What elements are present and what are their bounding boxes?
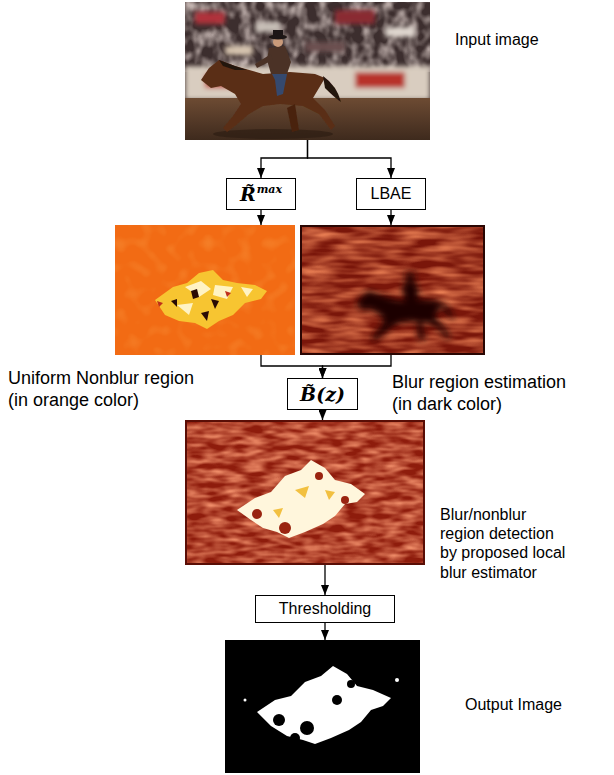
blob-speck [225,291,231,297]
image-caption: Blur region estimation (in dark color) [392,372,577,415]
flow-arrow [260,210,261,225]
blob-patch [177,303,193,315]
flow-arrow [261,355,323,378]
blob-hole [252,509,262,519]
result-image: Blur region estimation (in dark color) [300,225,485,355]
output-image: Output Image [225,640,420,773]
blob-speck [211,299,219,309]
blob-speck [273,508,283,518]
label-holder: Blur region estimation (in dark color) [392,372,577,415]
horse-leg [287,104,299,132]
horse [201,60,335,132]
detection-map [185,420,425,565]
crowd-patch [195,12,225,24]
blur-map [300,225,485,355]
mask-speck [395,678,399,682]
blob-speck [325,490,335,500]
image-caption: Uniform Nonblur region (in orange color) [8,368,206,411]
output-mask [225,640,420,773]
blob-patch [241,287,253,297]
blur-silhouette [356,273,454,341]
mask-hole [300,721,314,735]
horse-and-rider [201,30,341,132]
crowd-ground [185,2,430,140]
flow-arrow [324,623,325,640]
mask-hole [332,695,342,705]
flow-arrow [308,140,392,178]
blob-speck [191,289,199,299]
box-label: LBAE [371,185,412,203]
map-texture [185,420,425,565]
operator-box: B̃(z) [287,378,358,410]
nonblur-map [115,225,295,355]
result-image: Uniform Nonblur region (in orange color) [115,225,295,355]
connectors [261,140,391,640]
blob-speck [171,299,177,307]
horse-mane [219,60,247,70]
crowd-patch [225,46,253,55]
label-holder: Output Image [465,695,562,714]
mask-blob [257,666,391,744]
blob-speck [157,301,163,307]
map-texture [300,225,485,355]
process-box: Thresholding [255,595,395,623]
image-caption: Input image [455,30,539,49]
flow-arrow [322,410,323,420]
blob-hole [279,522,291,534]
banner [355,72,405,88]
image-caption: Output Image [465,695,562,714]
label-holder: Blur/nonblur region detection by propose… [440,505,570,582]
box-label: Thresholding [279,600,372,618]
crowd-patch [335,10,375,24]
mask-hole [347,680,355,688]
mask-hole [273,714,285,726]
blob-hole [341,496,349,504]
input-photo [185,2,430,140]
map-border [301,226,484,354]
flow-arrow [390,210,391,225]
image-caption: Blur/nonblur region detection by propose… [440,505,570,582]
map-ground [185,420,425,565]
map-ground [115,225,295,355]
flow-arrow [261,140,308,178]
label-holder: Uniform Nonblur region (in orange color) [8,368,206,411]
rider-leg [271,72,287,96]
map-border [186,421,424,564]
horse-silhouette [356,273,454,341]
crowd-texture [185,2,430,72]
rider-hat [273,30,283,37]
crowd-patch [385,27,415,37]
map-texture [115,225,295,355]
blob-speck [201,311,209,321]
box-label: R̃ [240,184,256,205]
blob-hole [315,472,323,480]
shadow [213,129,333,139]
nonblur-blob [237,460,365,538]
blob-speck [295,486,309,498]
mask-hole [290,733,300,743]
blob-patch [213,285,233,299]
box-label: B̃(z) [300,384,345,405]
mask-ground [225,640,420,773]
flow-arrow [323,355,392,378]
horse-tail [323,76,341,102]
input-image: Input image [185,2,430,140]
operator-box: LBAE [356,178,426,210]
map-ground [300,225,485,355]
operator-box: R̃max [226,178,296,210]
flow-arrow [324,565,325,595]
nonblur-blob [155,270,267,329]
result-image: Blur/nonblur region detection by propose… [185,420,425,565]
superscript: max [257,183,282,196]
crowd-patch [305,42,345,52]
rider-arm [255,54,273,68]
label-holder: Input image [455,30,539,49]
mask-speck [244,699,247,702]
